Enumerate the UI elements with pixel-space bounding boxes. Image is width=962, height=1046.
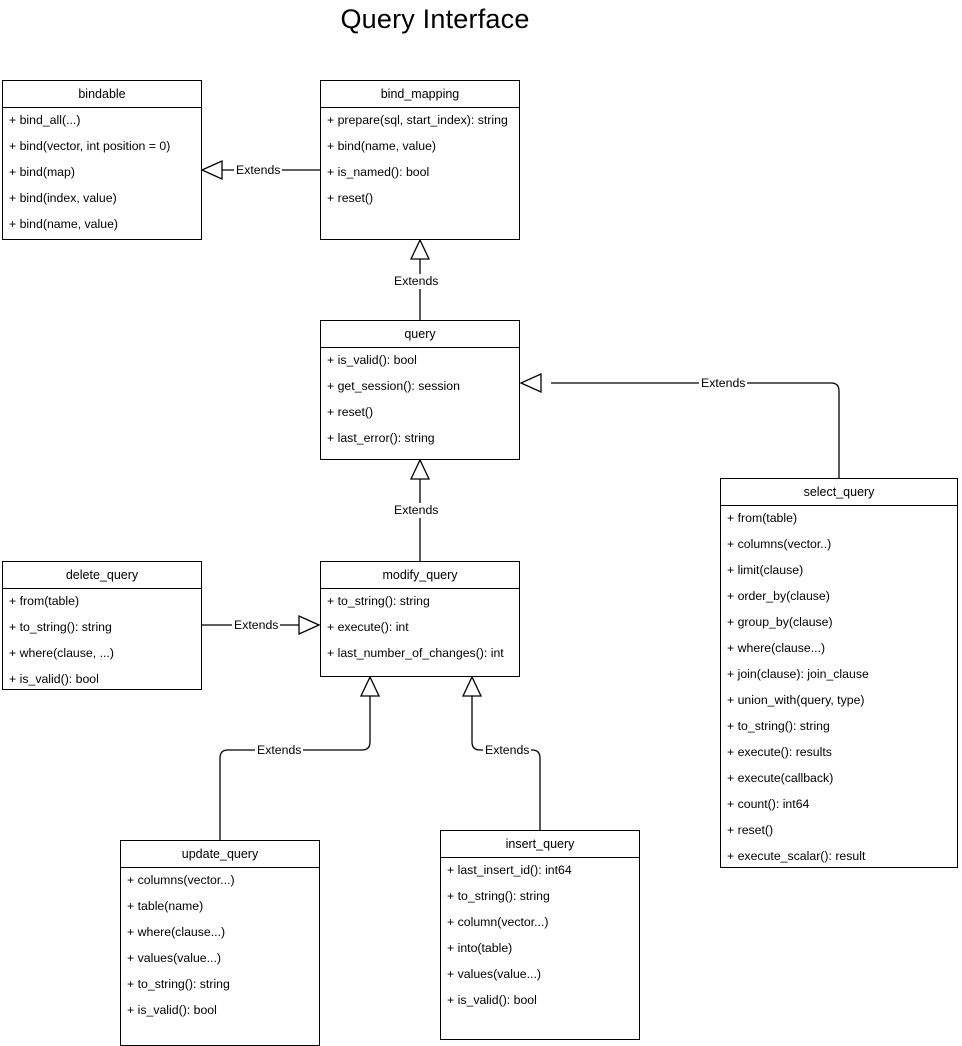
class-member: + reset() — [327, 191, 374, 205]
class-member: + join(clause): join_clause — [727, 667, 869, 681]
class-members-select_query: + from(table) + columns(vector..) + limi… — [721, 506, 957, 870]
class-member: + bind(name, value) — [327, 139, 437, 153]
class-member: + execute(): results — [727, 745, 832, 759]
class-member: + where(clause...) — [727, 641, 826, 655]
class-members-modify_query: + to_string(): string + execute(): int +… — [321, 589, 519, 667]
class-name-bindable: bindable — [3, 81, 201, 108]
class-member: + where(clause, ...) — [9, 646, 114, 660]
class-member: + get_session(): session — [327, 379, 460, 393]
class-member: + from(table) — [9, 594, 80, 608]
class-name-insert_query: insert_query — [441, 831, 639, 858]
inheritance-arrow-modify_query-bottom-left — [359, 675, 381, 697]
class-member: + is_named(): bool — [327, 165, 430, 179]
class-member: + values(value...) — [127, 951, 221, 965]
class-name-modify_query: modify_query — [321, 562, 519, 589]
class-member: + to_string(): string — [727, 719, 830, 733]
inheritance-arrow-query-right — [519, 372, 542, 394]
class-member: + is_valid(): bool — [127, 1003, 217, 1017]
class-member: + prepare(sql, start_index): string — [327, 113, 508, 127]
class-member: + last_number_of_changes(): int — [327, 646, 504, 660]
class-member: + to_string(): string — [327, 594, 430, 608]
class-member: + to_string(): string — [127, 977, 230, 991]
class-box-bindable[interactable]: bindable + bind_all(...) + bind(vector, … — [2, 80, 202, 240]
class-member: + column(vector...) — [447, 915, 549, 929]
edge-insert_query-modify_query — [471, 696, 541, 830]
class-member: + bind(name, value) — [9, 217, 119, 231]
class-member: + reset() — [727, 823, 774, 837]
edge-label-query-bind_mapping: Extends — [392, 274, 441, 289]
inheritance-arrow-modify_query-bottom-right — [461, 675, 483, 697]
class-member: + execute(): int — [327, 620, 409, 634]
class-members-bind_mapping: + prepare(sql, start_index): string + bi… — [321, 108, 519, 212]
class-member: + bind(vector, int position = 0) — [9, 139, 171, 153]
class-box-bind_mapping[interactable]: bind_mapping + prepare(sql, start_index)… — [320, 80, 520, 240]
page-title: Query Interface — [340, 4, 530, 34]
class-name-bind_mapping: bind_mapping — [321, 81, 519, 108]
edge-update_query-modify_query — [219, 696, 371, 840]
class-box-update_query[interactable]: update_query + columns(vector...) + tabl… — [120, 840, 320, 1046]
class-member: + order_by(clause) — [727, 589, 830, 603]
class-member: + last_insert_id(): int64 — [447, 863, 572, 877]
class-member: + from(table) — [727, 511, 798, 525]
class-members-query: + is_valid(): bool + get_session(): sess… — [321, 348, 519, 452]
edge-select_query-query — [551, 382, 840, 478]
inheritance-arrow-bind_mapping — [409, 238, 431, 260]
class-member: + to_string(): string — [9, 620, 112, 634]
class-member: + is_valid(): bool — [447, 993, 537, 1007]
class-member: + to_string(): string — [447, 889, 550, 903]
class-member: + where(clause...) — [127, 925, 226, 939]
class-members-delete_query: + from(table) + to_string(): string + wh… — [3, 589, 201, 693]
edge-label-insert_query-modify_query: Extends — [483, 743, 532, 758]
class-box-insert_query[interactable]: insert_query + last_insert_id(): int64 +… — [440, 830, 640, 1040]
class-box-delete_query[interactable]: delete_query + from(table) + to_string()… — [2, 561, 202, 690]
class-name-update_query: update_query — [121, 841, 319, 868]
class-member: + is_valid(): bool — [9, 672, 99, 686]
class-member: + bind(index, value) — [9, 191, 117, 205]
class-member: + group_by(clause) — [727, 615, 833, 629]
class-member: + limit(clause) — [727, 563, 804, 577]
class-member: + into(table) — [447, 941, 513, 955]
class-name-select_query: select_query — [721, 479, 957, 506]
class-member: + last_error(): string — [327, 431, 435, 445]
class-members-update_query: + columns(vector...) + table(name) + whe… — [121, 868, 319, 1024]
edge-label-delete_query-modify_query: Extends — [232, 618, 281, 633]
inheritance-arrow-bindable — [200, 159, 223, 181]
class-member: + bind_all(...) — [9, 113, 81, 127]
class-box-select_query[interactable]: select_query + from(table) + columns(vec… — [720, 478, 958, 868]
class-member: + is_valid(): bool — [327, 353, 417, 367]
class-member: + table(name) — [127, 899, 204, 913]
class-name-delete_query: delete_query — [3, 562, 201, 589]
edge-label-select_query-query: Extends — [699, 376, 748, 391]
inheritance-arrow-modify_query-left — [298, 614, 321, 636]
class-member: + columns(vector..) — [727, 537, 832, 551]
class-member: + reset() — [327, 405, 374, 419]
class-member: + execute(callback) — [727, 771, 834, 785]
edge-label-update_query-modify_query: Extends — [255, 743, 304, 758]
class-member: + columns(vector...) — [127, 873, 235, 887]
class-box-modify_query[interactable]: modify_query + to_string(): string + exe… — [320, 561, 520, 677]
class-members-bindable: + bind_all(...) + bind(vector, int posit… — [3, 108, 201, 238]
class-members-insert_query: + last_insert_id(): int64 + to_string():… — [441, 858, 639, 1014]
class-member: + execute_scalar(): result — [727, 849, 866, 863]
class-member: + values(value...) — [447, 967, 541, 981]
class-member: + bind(map) — [9, 165, 75, 179]
edge-label-modify_query-query: Extends — [392, 503, 441, 518]
inheritance-arrow-query-bottom — [409, 458, 431, 480]
class-member: + count(): int64 — [727, 797, 810, 811]
class-member: + union_with(query, type) — [727, 693, 865, 707]
class-box-query[interactable]: query + is_valid(): bool + get_session()… — [320, 320, 520, 460]
edge-label-bind_mapping-bindable: Extends — [234, 163, 283, 178]
class-name-query: query — [321, 321, 519, 348]
